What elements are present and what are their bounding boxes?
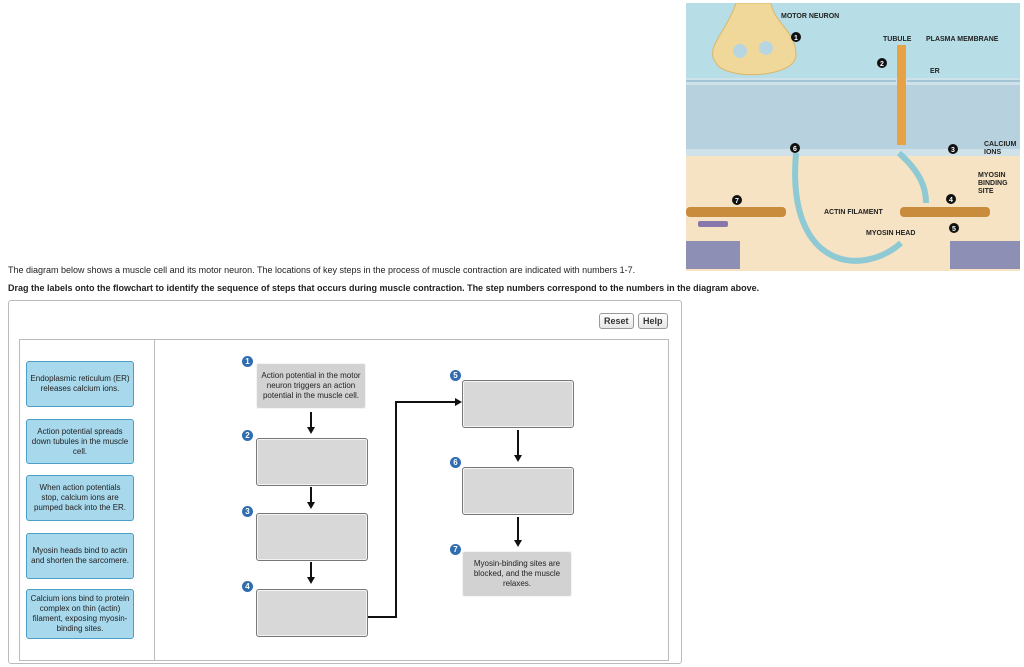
- diagram-label-calcium-1: CALCIUM: [984, 141, 1016, 148]
- diagram-marker-1: 1: [791, 32, 801, 42]
- diagram-label-myosin-head: MYOSIN HEAD: [866, 230, 915, 237]
- step-number-2: 2: [242, 430, 253, 441]
- diagram-marker-4: 4: [946, 194, 956, 204]
- diagram-marker-7: 7: [732, 195, 742, 205]
- svg-text:1: 1: [794, 35, 798, 42]
- step-drop-zone-5[interactable]: [462, 380, 574, 428]
- step-box-1: Action potential in the motor neuron tri…: [256, 363, 366, 409]
- step-number-7: 7: [450, 544, 461, 555]
- diagram-marker-2: 2: [877, 58, 887, 68]
- svg-text:2: 2: [880, 61, 884, 68]
- arrow-head: [307, 577, 315, 584]
- flowchart-panel: Endoplasmic reticulum (ER) releases calc…: [19, 339, 669, 661]
- svg-text:4: 4: [949, 197, 953, 204]
- muscle-contraction-diagram: MOTOR NEURON TUBULE PLASMA MEMBRANE ER C…: [686, 3, 1020, 271]
- step-number-4: 4: [242, 581, 253, 592]
- step-number-1: 1: [242, 356, 253, 367]
- step-box-7: Myosin-binding sites are blocked, and th…: [462, 551, 572, 597]
- help-button[interactable]: Help: [638, 313, 668, 329]
- arrow-5-6: [517, 430, 519, 456]
- diagram-label-myosin-binding-2: BINDING: [978, 180, 1008, 187]
- connector-4-5-vertical: [395, 401, 397, 618]
- diagram-label-er: ER: [930, 68, 940, 75]
- svg-text:5: 5: [952, 226, 956, 233]
- panel-divider: [154, 340, 155, 660]
- diagram-label-plasma-membrane: PLASMA MEMBRANE: [926, 36, 999, 43]
- arrow-head: [514, 540, 522, 547]
- step-drop-zone-4[interactable]: [256, 589, 368, 637]
- label-er-releases-calcium[interactable]: Endoplasmic reticulum (ER) releases calc…: [26, 361, 134, 407]
- svg-text:6: 6: [793, 146, 797, 153]
- intro-text: The diagram below shows a muscle cell an…: [8, 265, 636, 275]
- diagram-marker-5: 5: [949, 223, 959, 233]
- diagram-label-actin-filament: ACTIN FILAMENT: [824, 209, 883, 216]
- label-calcium-binds-protein[interactable]: Calcium ions bind to protein complex on …: [26, 589, 134, 639]
- arrow-1-2: [310, 412, 312, 428]
- arrow-2-3: [310, 487, 312, 503]
- label-action-potential-spreads[interactable]: Action potential spreads down tubules in…: [26, 419, 134, 464]
- arrow-6-7: [517, 517, 519, 541]
- arrow-head: [307, 427, 315, 434]
- step-drop-zone-6[interactable]: [462, 467, 574, 515]
- diagram-marker-3: 3: [948, 144, 958, 154]
- step-drop-zone-3[interactable]: [256, 513, 368, 561]
- svg-text:7: 7: [735, 198, 739, 205]
- svg-text:3: 3: [951, 147, 955, 154]
- step-number-5: 5: [450, 370, 461, 381]
- reset-button[interactable]: Reset: [599, 313, 634, 329]
- diagram-label-tubule: TUBULE: [883, 36, 912, 43]
- step-number-3: 3: [242, 506, 253, 517]
- diagram-label-myosin-binding-3: SITE: [978, 188, 994, 195]
- arrow-head: [514, 455, 522, 462]
- task-instructions: Drag the labels onto the flowchart to id…: [8, 283, 760, 293]
- arrow-3-4: [310, 562, 312, 578]
- diagram-label-motor-neuron: MOTOR NEURON: [781, 13, 839, 20]
- step-drop-zone-2[interactable]: [256, 438, 368, 486]
- drag-drop-widget: Reset Help Endoplasmic reticulum (ER) re…: [8, 300, 682, 664]
- diagram-label-myosin-binding-1: MYOSIN: [978, 172, 1006, 179]
- label-calcium-pumped-back[interactable]: When action potentials stop, calcium ion…: [26, 475, 134, 521]
- label-myosin-heads-bind[interactable]: Myosin heads bind to actin and shorten t…: [26, 533, 134, 579]
- connector-4-5-bottom: [368, 616, 396, 618]
- step-number-6: 6: [450, 457, 461, 468]
- diagram-marker-6: 6: [790, 143, 800, 153]
- connector-4-5-top: [395, 401, 456, 403]
- diagram-label-calcium-2: IONS: [984, 149, 1001, 156]
- arrow-head: [307, 502, 315, 509]
- arrow-head: [455, 398, 462, 406]
